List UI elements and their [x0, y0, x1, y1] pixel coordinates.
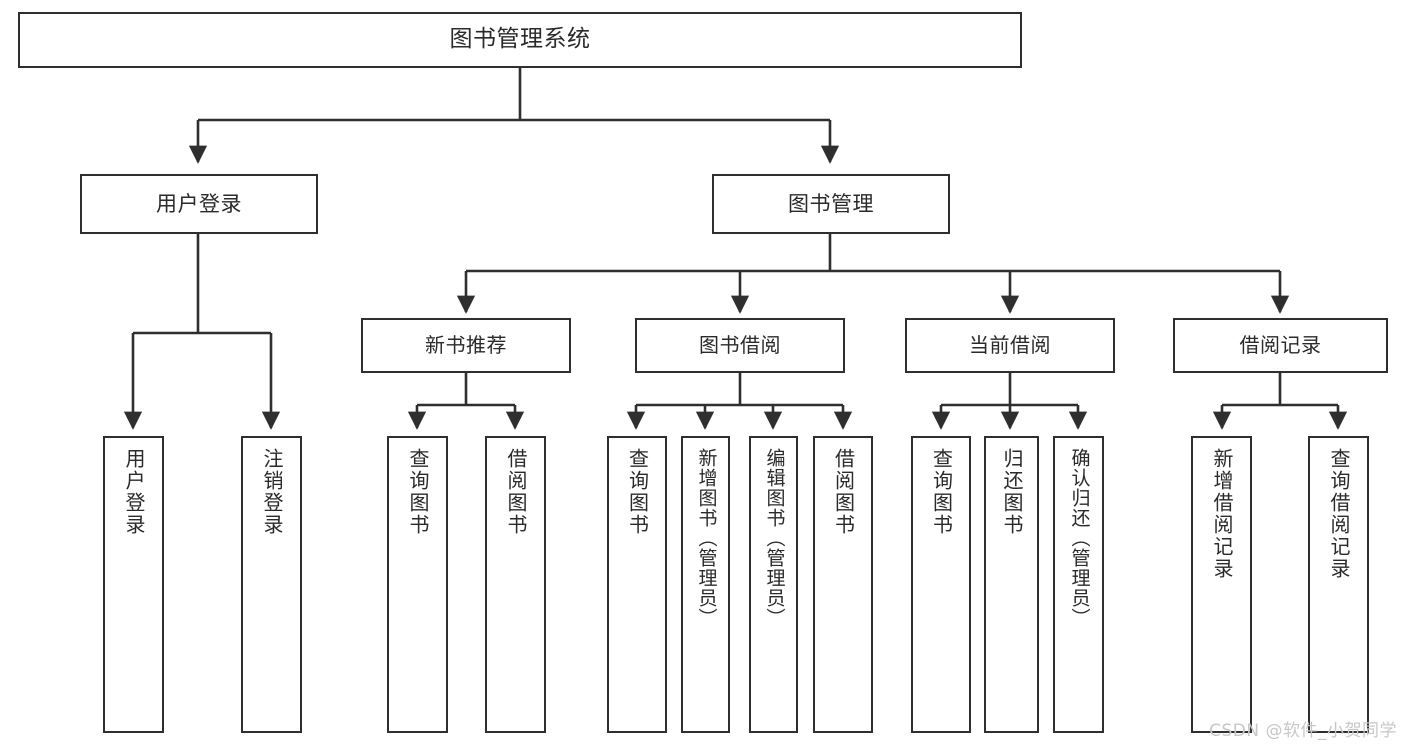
node-label: 借阅图书 — [831, 448, 856, 536]
node-label: 借阅图书 — [504, 448, 528, 536]
node-label: 借阅记录 — [1239, 332, 1322, 357]
node-leaf-return-book[interactable]: 归还图书 — [984, 436, 1039, 733]
watermark: CSDN @软件_小贺同学 — [1209, 721, 1397, 741]
node-label: 图书管理系统 — [449, 26, 591, 53]
node-leaf-borrow-book[interactable]: 借阅图书 — [813, 436, 873, 733]
node-leaf-query-borrow-record[interactable]: 查询借阅记录 — [1308, 436, 1369, 733]
node-label: 编辑图书（管理员） — [763, 448, 786, 628]
node-leaf-borrow-book-recommend[interactable]: 借阅图书 — [485, 436, 546, 733]
node-label: 新增图书（管理员） — [695, 448, 718, 628]
node-label: 查询图书 — [929, 448, 954, 536]
node-leaf-confirm-return-admin[interactable]: 确认归还（管理员） — [1053, 436, 1104, 733]
node-label: 查询图书 — [625, 448, 650, 536]
node-leaf-user-login[interactable]: 用户登录 — [103, 436, 164, 733]
node-new-book-recommend[interactable]: 新书推荐 — [361, 318, 571, 373]
node-label: 归还图书 — [1000, 448, 1024, 536]
node-leaf-logout[interactable]: 注销登录 — [241, 436, 302, 733]
node-book-borrow[interactable]: 图书借阅 — [635, 318, 845, 373]
node-label: 图书借阅 — [699, 332, 781, 357]
node-leaf-query-book-current[interactable]: 查询图书 — [911, 436, 971, 733]
node-label: 图书管理 — [788, 191, 874, 216]
node-label: 确认归还（管理员） — [1068, 448, 1091, 628]
node-label: 当前借阅 — [969, 332, 1051, 357]
node-leaf-add-book-admin[interactable]: 新增图书（管理员） — [681, 436, 730, 733]
node-label: 新增借阅记录 — [1210, 448, 1234, 580]
node-label: 新书推荐 — [425, 332, 507, 357]
node-leaf-add-borrow-record[interactable]: 新增借阅记录 — [1191, 436, 1252, 733]
node-label: 查询图书 — [406, 448, 430, 536]
node-borrow-record[interactable]: 借阅记录 — [1173, 318, 1388, 373]
node-label: 查询借阅记录 — [1327, 448, 1351, 580]
node-book-management[interactable]: 图书管理 — [712, 174, 950, 234]
node-leaf-edit-book-admin[interactable]: 编辑图书（管理员） — [749, 436, 798, 733]
node-leaf-query-book-recommend[interactable]: 查询图书 — [387, 436, 448, 733]
node-label: 用户登录 — [156, 191, 242, 216]
node-label: 注销登录 — [260, 448, 284, 536]
node-label: 用户登录 — [122, 448, 146, 536]
node-book-management-system[interactable]: 图书管理系统 — [18, 12, 1022, 68]
node-current-borrow[interactable]: 当前借阅 — [905, 318, 1115, 373]
node-user-login[interactable]: 用户登录 — [80, 174, 318, 234]
node-leaf-query-book-borrow[interactable]: 查询图书 — [607, 436, 667, 733]
